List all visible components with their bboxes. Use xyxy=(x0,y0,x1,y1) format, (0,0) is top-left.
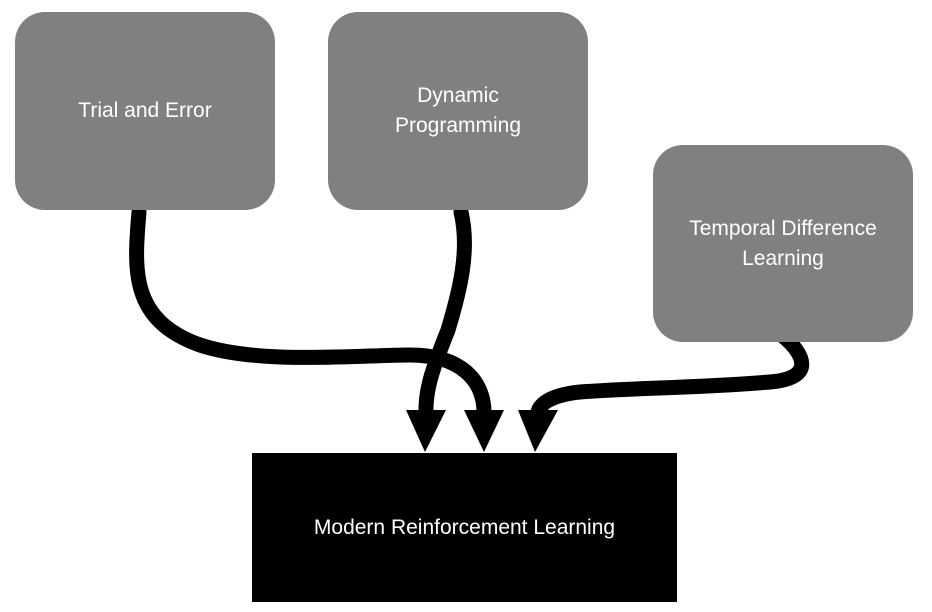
trial-and-error-box: Trial and Error xyxy=(15,12,275,210)
modern-rl-box: Modern Reinforcement Learning xyxy=(252,453,677,602)
temporal-difference-box: Temporal Difference Learning xyxy=(653,145,913,342)
arrow-td-to-modern xyxy=(530,329,810,423)
dynamic-programming-box: Dynamic Programming xyxy=(328,12,588,210)
arrowhead-dp xyxy=(406,410,446,452)
dynamic-programming-label: Dynamic Programming xyxy=(394,84,522,137)
arrow-trial-to-modern xyxy=(129,204,492,423)
arrow-dp-to-modern xyxy=(418,204,472,423)
arrowhead-td xyxy=(518,410,558,452)
modern-rl-label: Modern Reinforcement Learning xyxy=(313,515,616,539)
trial-and-error-label: Trial and Error xyxy=(78,99,212,122)
temporal-difference-label: Temporal Difference Learning xyxy=(689,216,877,270)
arrowhead-trial xyxy=(464,410,504,452)
